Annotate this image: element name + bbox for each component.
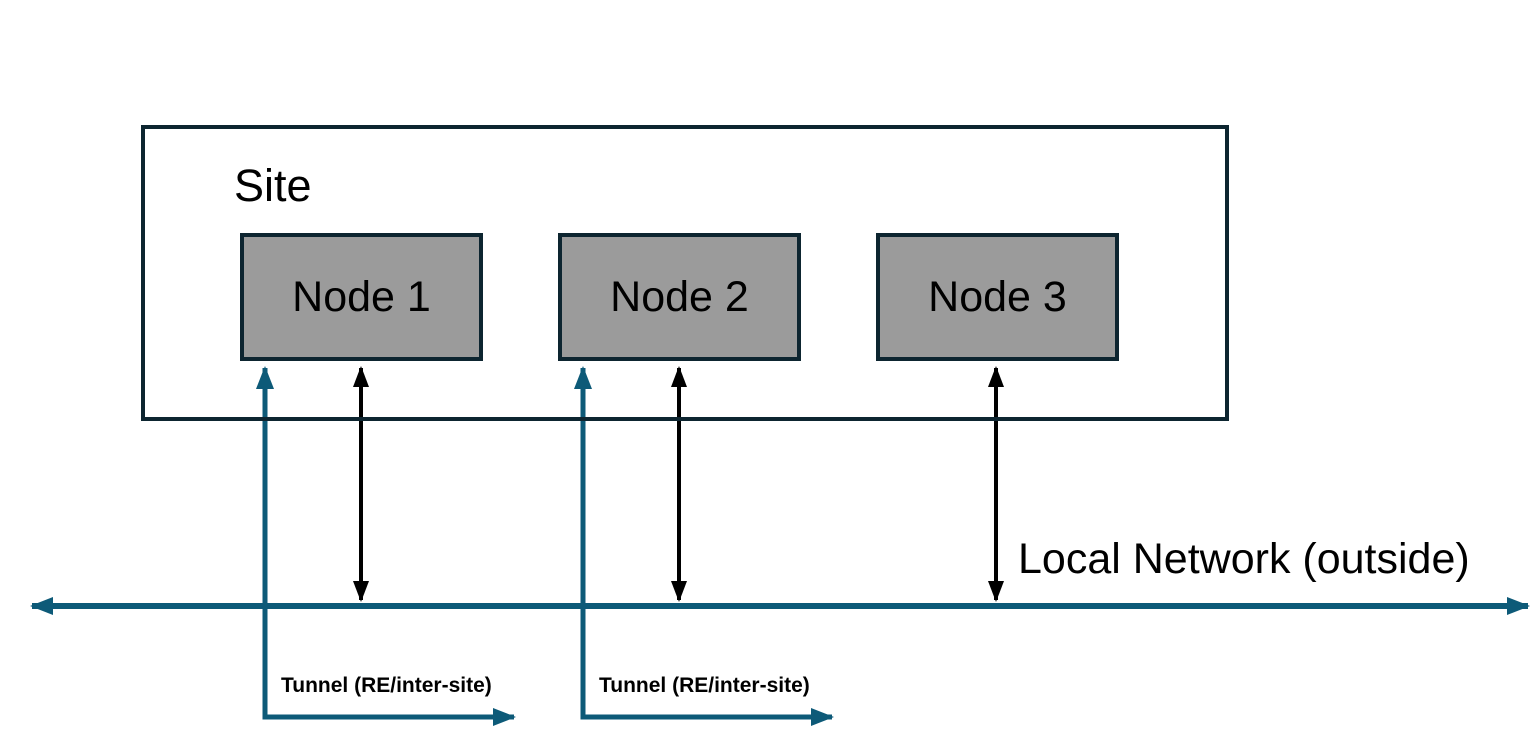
- tunnel-1-label: Tunnel (RE/inter-site): [281, 674, 492, 697]
- node-1-label: Node 1: [292, 272, 431, 321]
- node-3-box: Node 3: [876, 233, 1119, 361]
- tunnel-2-label: Tunnel (RE/inter-site): [599, 674, 810, 697]
- local-network-label: Local Network (outside): [1018, 535, 1470, 583]
- site-box: [141, 125, 1229, 421]
- node-2-box: Node 2: [558, 233, 801, 361]
- node-1-box: Node 1: [240, 233, 483, 361]
- node-3-label: Node 3: [928, 272, 1067, 321]
- tunnel1-arrow-icon: [256, 366, 516, 726]
- tunnel2-arrow-icon: [574, 366, 834, 726]
- site-label: Site: [234, 160, 312, 211]
- node-2-label: Node 2: [610, 272, 749, 321]
